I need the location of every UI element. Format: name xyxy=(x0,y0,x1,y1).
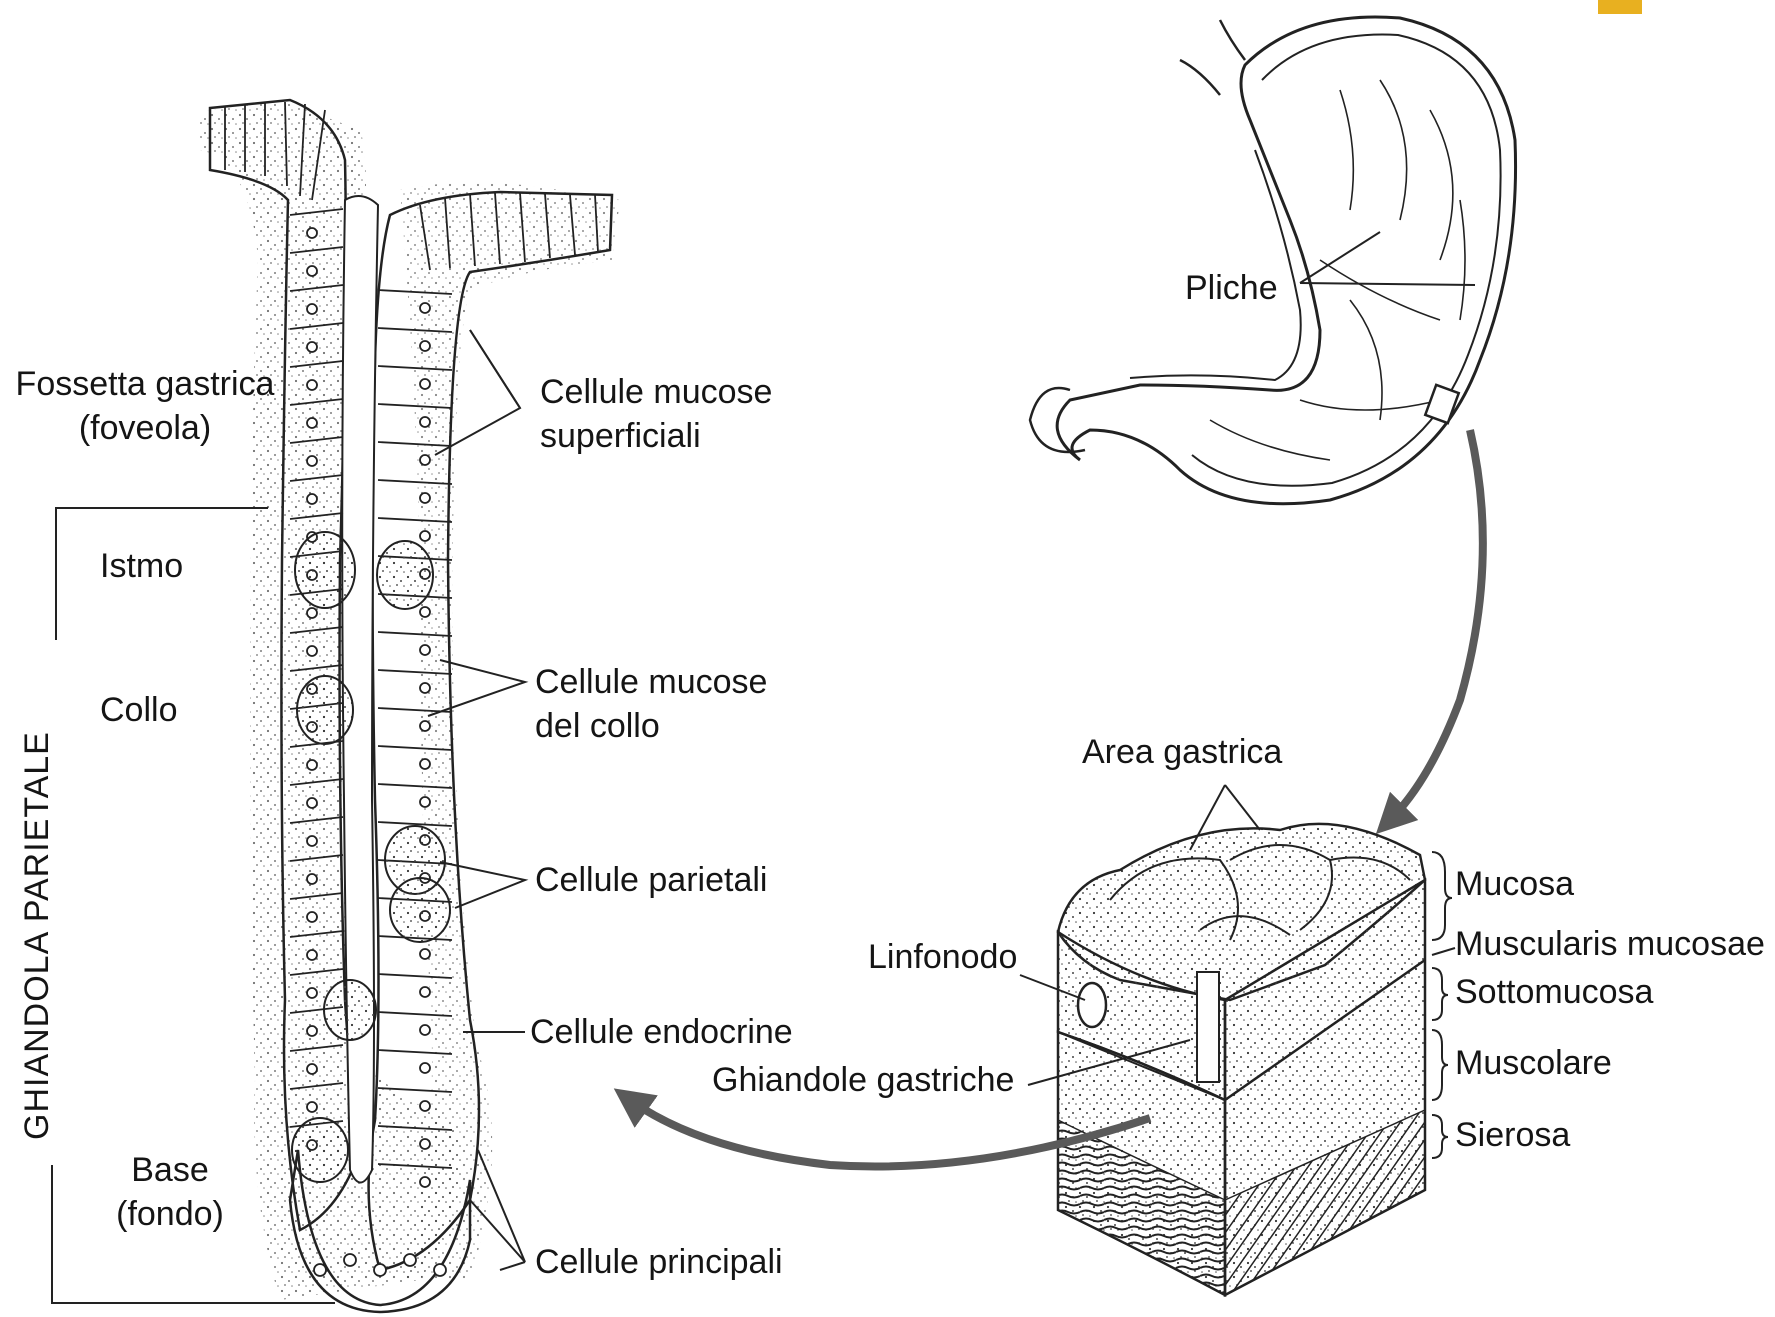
cell-nucleus xyxy=(374,1264,386,1276)
label-folds: Pliche xyxy=(1185,266,1278,310)
cell-nucleus xyxy=(307,342,317,352)
label-neck: Collo xyxy=(100,688,177,732)
label-foveola: Fossetta gastrica (foveola) xyxy=(10,362,280,450)
cell-nucleus xyxy=(420,341,430,351)
label-muscularis-mucosae: Muscularis mucosae xyxy=(1455,922,1765,966)
stomach-outline xyxy=(1057,17,1515,504)
cell-nucleus xyxy=(420,1177,430,1187)
cell-nucleus xyxy=(420,417,430,427)
cell-nucleus xyxy=(307,836,317,846)
label-gland-vertical: GHIANDOLA PARIETALE xyxy=(18,731,57,1140)
gland-tube-cutaway xyxy=(1197,972,1219,1082)
cell-nucleus xyxy=(420,949,430,959)
cell-nucleus xyxy=(434,1264,446,1276)
cell-nucleus xyxy=(420,1101,430,1111)
cell-nucleus xyxy=(307,304,317,314)
stomach-inner-wall xyxy=(1192,35,1501,486)
label-gastric-area: Area gastrica xyxy=(1082,730,1282,774)
cell-nucleus xyxy=(420,987,430,997)
stomach-wall-block xyxy=(1020,785,1455,1295)
cell-nucleus xyxy=(344,1254,356,1266)
cell-nucleus xyxy=(307,874,317,884)
cell-nucleus xyxy=(307,950,317,960)
cell-nucleus xyxy=(420,759,430,769)
label-base-line2: (fondo) xyxy=(100,1192,240,1236)
cell-nucleus xyxy=(420,607,430,617)
layer-braces xyxy=(1432,852,1455,1158)
cell-nucleus xyxy=(420,797,430,807)
label-foveola-line1: Fossetta gastrica xyxy=(10,362,280,406)
cell-nucleus xyxy=(307,988,317,998)
cell-nucleus xyxy=(307,494,317,504)
cell-nucleus xyxy=(420,1025,430,1035)
cell-nucleus xyxy=(307,380,317,390)
cell-nucleus xyxy=(420,721,430,731)
esophagus xyxy=(1180,20,1245,95)
label-lymph-node: Linfonodo xyxy=(868,935,1017,979)
label-mucosa: Mucosa xyxy=(1455,862,1574,906)
cell-nucleus xyxy=(307,266,317,276)
cell-nucleus xyxy=(307,798,317,808)
label-base-line1: Base xyxy=(100,1148,240,1192)
cell-nucleus xyxy=(307,418,317,428)
stomach xyxy=(1030,17,1516,504)
cell-nucleus xyxy=(314,1264,326,1276)
cell-nucleus xyxy=(420,1063,430,1073)
label-gastric-glands: Ghiandole gastriche xyxy=(712,1058,1014,1102)
cell-nucleus xyxy=(307,228,317,238)
cell-nucleus xyxy=(307,608,317,618)
cell-nucleus xyxy=(307,456,317,466)
cell-nucleus xyxy=(420,493,430,503)
cell-nucleus xyxy=(307,646,317,656)
cell-nucleus xyxy=(420,379,430,389)
pliche-leader-1 xyxy=(1300,232,1380,283)
stomach-sample-box xyxy=(1425,385,1458,423)
label-endocrine: Cellule endocrine xyxy=(530,1010,793,1054)
arrow-stomach-to-block xyxy=(1390,430,1483,820)
cell-nucleus xyxy=(420,645,430,655)
label-parietal: Cellule parietali xyxy=(535,858,767,902)
label-neck-mucous: Cellule mucose del collo xyxy=(535,660,767,748)
pliche-leader-2 xyxy=(1300,283,1475,285)
label-neck-mucous-line1: Cellule mucose xyxy=(535,660,767,704)
cell-nucleus xyxy=(404,1254,416,1266)
cell-nucleus xyxy=(307,1026,317,1036)
label-surface-mucous: Cellule mucose superficiali xyxy=(540,370,772,458)
label-surface-mucous-line1: Cellule mucose xyxy=(540,370,772,414)
label-isthmus: Istmo xyxy=(100,544,183,588)
label-surface-mucous-line2: superficiali xyxy=(540,414,772,458)
lymph-node xyxy=(1078,983,1106,1027)
cell-nucleus xyxy=(307,1102,317,1112)
cell-nucleus xyxy=(307,912,317,922)
cell-nucleus xyxy=(420,1139,430,1149)
label-submucosa: Sottomucosa xyxy=(1455,970,1653,1014)
label-foveola-line2: (foveola) xyxy=(10,406,280,450)
label-muscular: Muscolare xyxy=(1455,1041,1612,1085)
label-neck-mucous-line2: del collo xyxy=(535,704,767,748)
cell-nucleus xyxy=(420,683,430,693)
label-chief: Cellule principali xyxy=(535,1240,783,1284)
cell-nucleus xyxy=(307,1064,317,1074)
cell-nucleus xyxy=(420,455,430,465)
label-base: Base (fondo) xyxy=(100,1148,240,1236)
cell-nucleus xyxy=(420,303,430,313)
cell-nucleus xyxy=(307,760,317,770)
label-serosa: Sierosa xyxy=(1455,1113,1570,1157)
cell-nucleus xyxy=(420,531,430,541)
